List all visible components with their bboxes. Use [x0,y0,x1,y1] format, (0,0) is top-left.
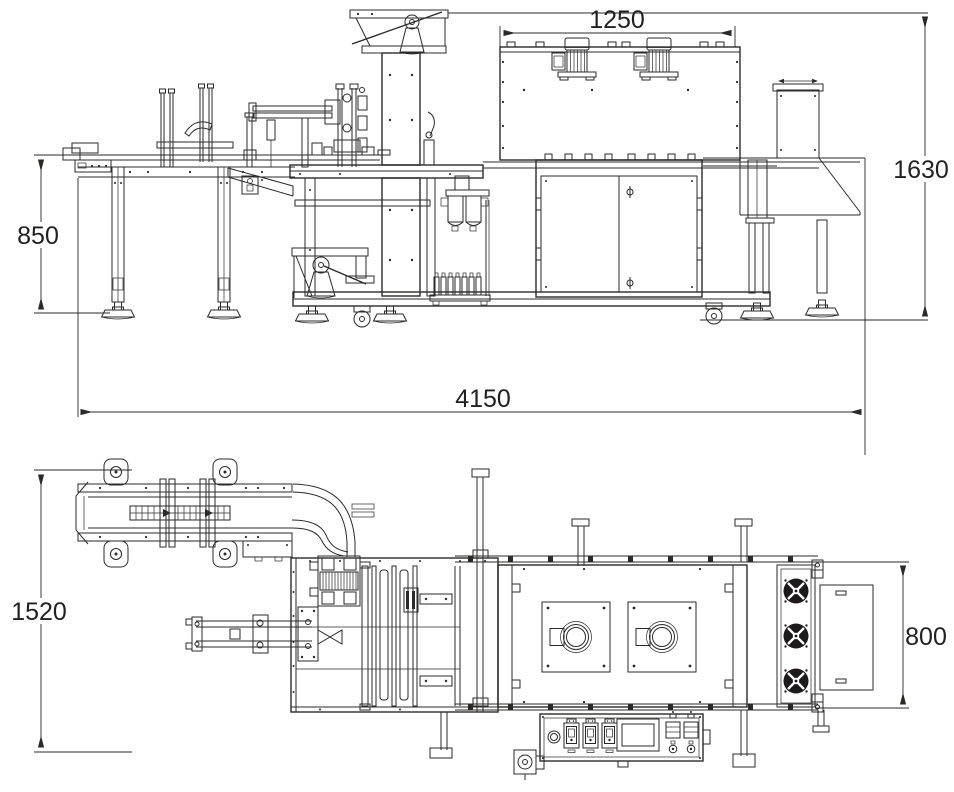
transfer-chute [227,167,294,197]
hinge [811,693,824,713]
fan [782,577,810,605]
fan [782,622,810,650]
drive-box [242,540,293,558]
seal-bars-plan [359,561,461,711]
film-unwind-top [349,9,449,55]
dim-850-label: 850 [17,222,59,250]
dim-4150-label: 4150 [455,385,511,413]
support-rods-plan [429,468,830,768]
outfeed-side [703,78,865,325]
side-view: 850 1250 1630 4150 [14,6,949,455]
infeed-conveyor-plan [75,458,293,568]
base-frame [292,291,771,328]
belt-slats [129,505,231,521]
solenoid-valve-bank [429,272,491,306]
guide-posts [156,83,276,168]
wrapper-plan [185,468,830,768]
film-unwind-bottom [291,247,375,299]
tunnel-plan [455,555,818,711]
plan-view: 1520 800 [11,458,947,780]
cooling-fans [776,559,824,713]
outfeed-hopper [776,89,820,159]
dim-1520-label: 1520 [11,598,67,626]
drive-motor-plan [513,749,545,780]
hinge [535,197,542,211]
dim-1250-label: 1250 [589,6,645,34]
hinge [696,197,703,211]
control-panel [513,710,711,780]
film-guide-hook [427,111,435,137]
outfeed-tray-plan [819,584,874,691]
dim-800-label: 800 [905,623,947,651]
door-handle [626,186,634,198]
dim-tunnel-depth: 800 [899,565,947,705]
infeed-conveyor-side [62,83,380,320]
guide-rails-plan [291,483,375,557]
film-pulley [404,14,420,30]
dim-overall-height: 1630 [893,16,949,317]
wrapper-frame [294,177,436,297]
conveyor-leg [101,166,135,320]
film-roller-frame [333,83,361,167]
hinge [696,247,703,261]
air-filter-regulator [440,175,490,296]
dim-overall-depth: 1520 [11,474,67,748]
fan [782,667,810,695]
dim-tunnel-top: 1250 [499,6,736,47]
pusher-arm [248,99,341,168]
hmi-screen [616,718,660,752]
film-deflector [184,121,213,137]
film-roll-plan [309,555,361,607]
film-pulley [312,256,330,274]
conveyor-leg [207,166,241,320]
dim-conveyor-height: 850 [14,159,62,310]
electrical-cabinet [535,153,703,298]
emergency-button [547,730,561,744]
switch-box [241,175,259,195]
side-arm-plan [185,606,343,662]
door-handle [626,277,634,289]
hinge [811,559,824,579]
dim-1630-label: 1630 [893,156,949,184]
dim-overall-length: 4150 [80,385,862,416]
hinge [535,247,542,261]
